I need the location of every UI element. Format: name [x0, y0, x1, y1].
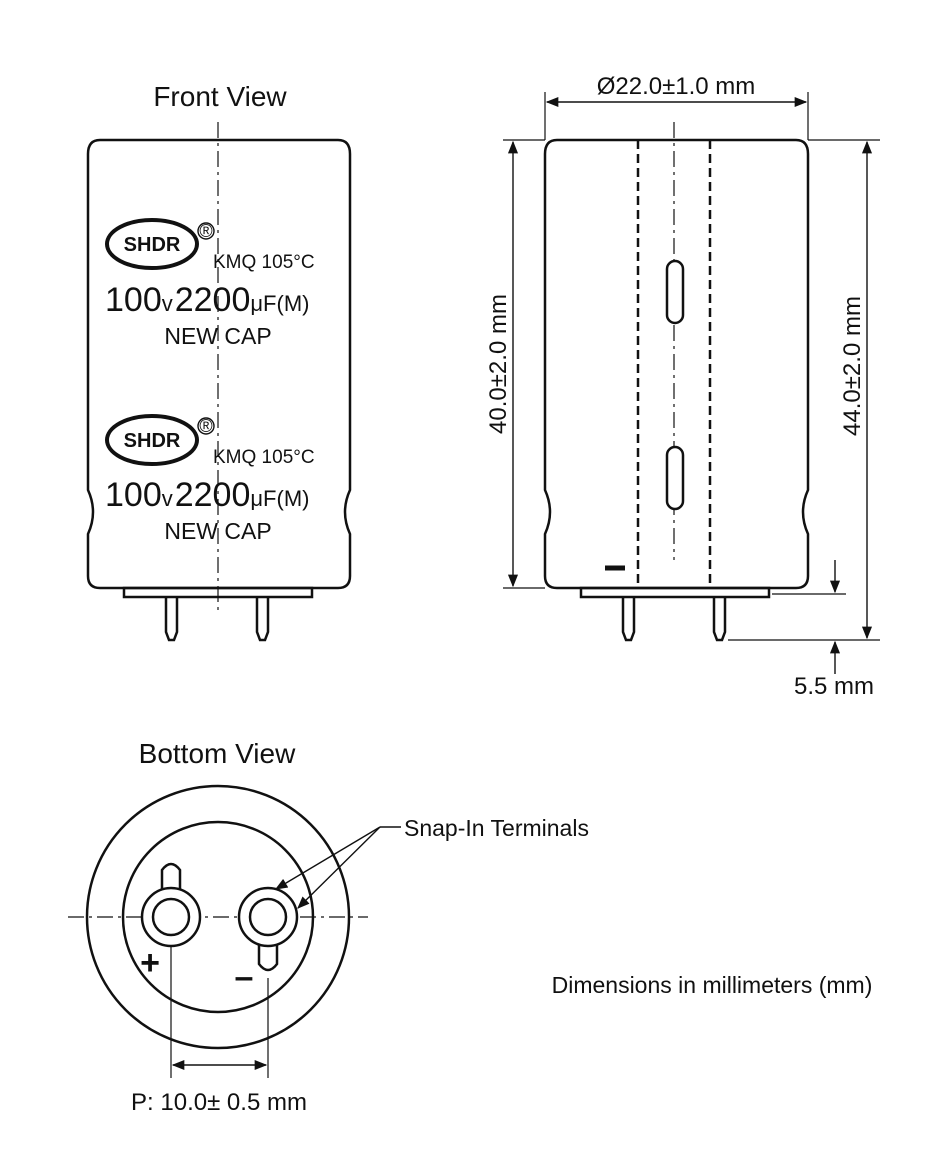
positive-terminal-hole	[151, 897, 191, 937]
series-rating: KMQ 105°C	[213, 447, 315, 468]
tolerance: (M)	[277, 291, 310, 316]
pitch-label: P: 10.0± 0.5 mm	[131, 1089, 307, 1116]
front-body-outline	[86, 138, 352, 590]
bottom-view: Bottom View + – Snap-In Terminals P: 10.…	[68, 738, 589, 1116]
voltage-value: 100	[105, 281, 162, 319]
bottom-view-title: Bottom View	[139, 738, 296, 769]
tolerance: (M)	[277, 486, 310, 511]
callout-arrow-negative-terminal	[274, 826, 381, 890]
front-pin-right	[255, 597, 270, 642]
negative-terminal	[237, 886, 299, 972]
capacitance-unit: μF	[250, 291, 276, 316]
rated-value: 100v2200μF(M)	[105, 476, 309, 514]
negative-sign: –	[235, 958, 254, 996]
sleeve-mark-1: SHDR ® KMQ 105°C 100v2200μF(M) NEW CAP	[105, 218, 315, 349]
callout-arrow-terminal-edge	[297, 826, 381, 909]
product-name: NEW CAP	[164, 323, 271, 349]
diameter-label: Ø22.0±1.0 mm	[597, 73, 756, 100]
capacitance-value: 2200	[175, 476, 251, 514]
positive-terminal	[140, 862, 202, 948]
side-view: – Ø22.0±1.0 mm 40.0±2.0 mm 44.0±2.0 mm 5…	[485, 73, 880, 700]
series-rating: KMQ 105°C	[213, 252, 315, 273]
capacitance-unit: μF	[250, 486, 276, 511]
side-base-plate	[579, 586, 771, 599]
voltage-unit: v	[162, 291, 173, 316]
front-view-title: Front View	[153, 81, 287, 112]
negative-marker-dash-lower	[665, 445, 685, 511]
voltage-unit: v	[162, 486, 173, 511]
side-pin-left	[621, 597, 636, 642]
sleeve-mark-2: SHDR ® KMQ 105°C 100v2200μF(M) NEW CAP	[105, 414, 315, 544]
registered-mark: ®	[199, 221, 212, 241]
registered-mark-circle	[197, 417, 215, 435]
rated-value: 100v2200μF(M)	[105, 281, 309, 319]
positive-sign: +	[140, 944, 160, 982]
front-view: Front View SHDR ® KMQ 105°C 100v2200μF(M…	[86, 81, 352, 642]
brand-logo	[105, 218, 199, 270]
voltage-value: 100	[105, 476, 162, 514]
lead-length-label: 5.5 mm	[794, 673, 874, 700]
negative-terminal-hole	[248, 897, 288, 937]
brand-logo	[105, 414, 199, 466]
registered-mark-circle	[197, 222, 215, 240]
bottom-outer-circle	[85, 784, 351, 1050]
body-height-label: 40.0±2.0 mm	[485, 294, 512, 434]
registered-mark: ®	[199, 416, 212, 436]
units-note: Dimensions in millimeters (mm)	[552, 972, 873, 998]
capacitance-value: 2200	[175, 281, 251, 319]
brand-logo-text: SHDR	[124, 430, 181, 452]
front-pin-left	[164, 597, 179, 642]
side-body-outline	[543, 138, 810, 590]
total-height-label: 44.0±2.0 mm	[839, 296, 866, 436]
brand-logo-text: SHDR	[124, 234, 181, 256]
negative-marker-dash-upper	[665, 259, 685, 325]
snap-in-terminals-label: Snap-In Terminals	[404, 815, 589, 841]
side-pin-right	[712, 597, 727, 642]
product-name: NEW CAP	[164, 518, 271, 544]
